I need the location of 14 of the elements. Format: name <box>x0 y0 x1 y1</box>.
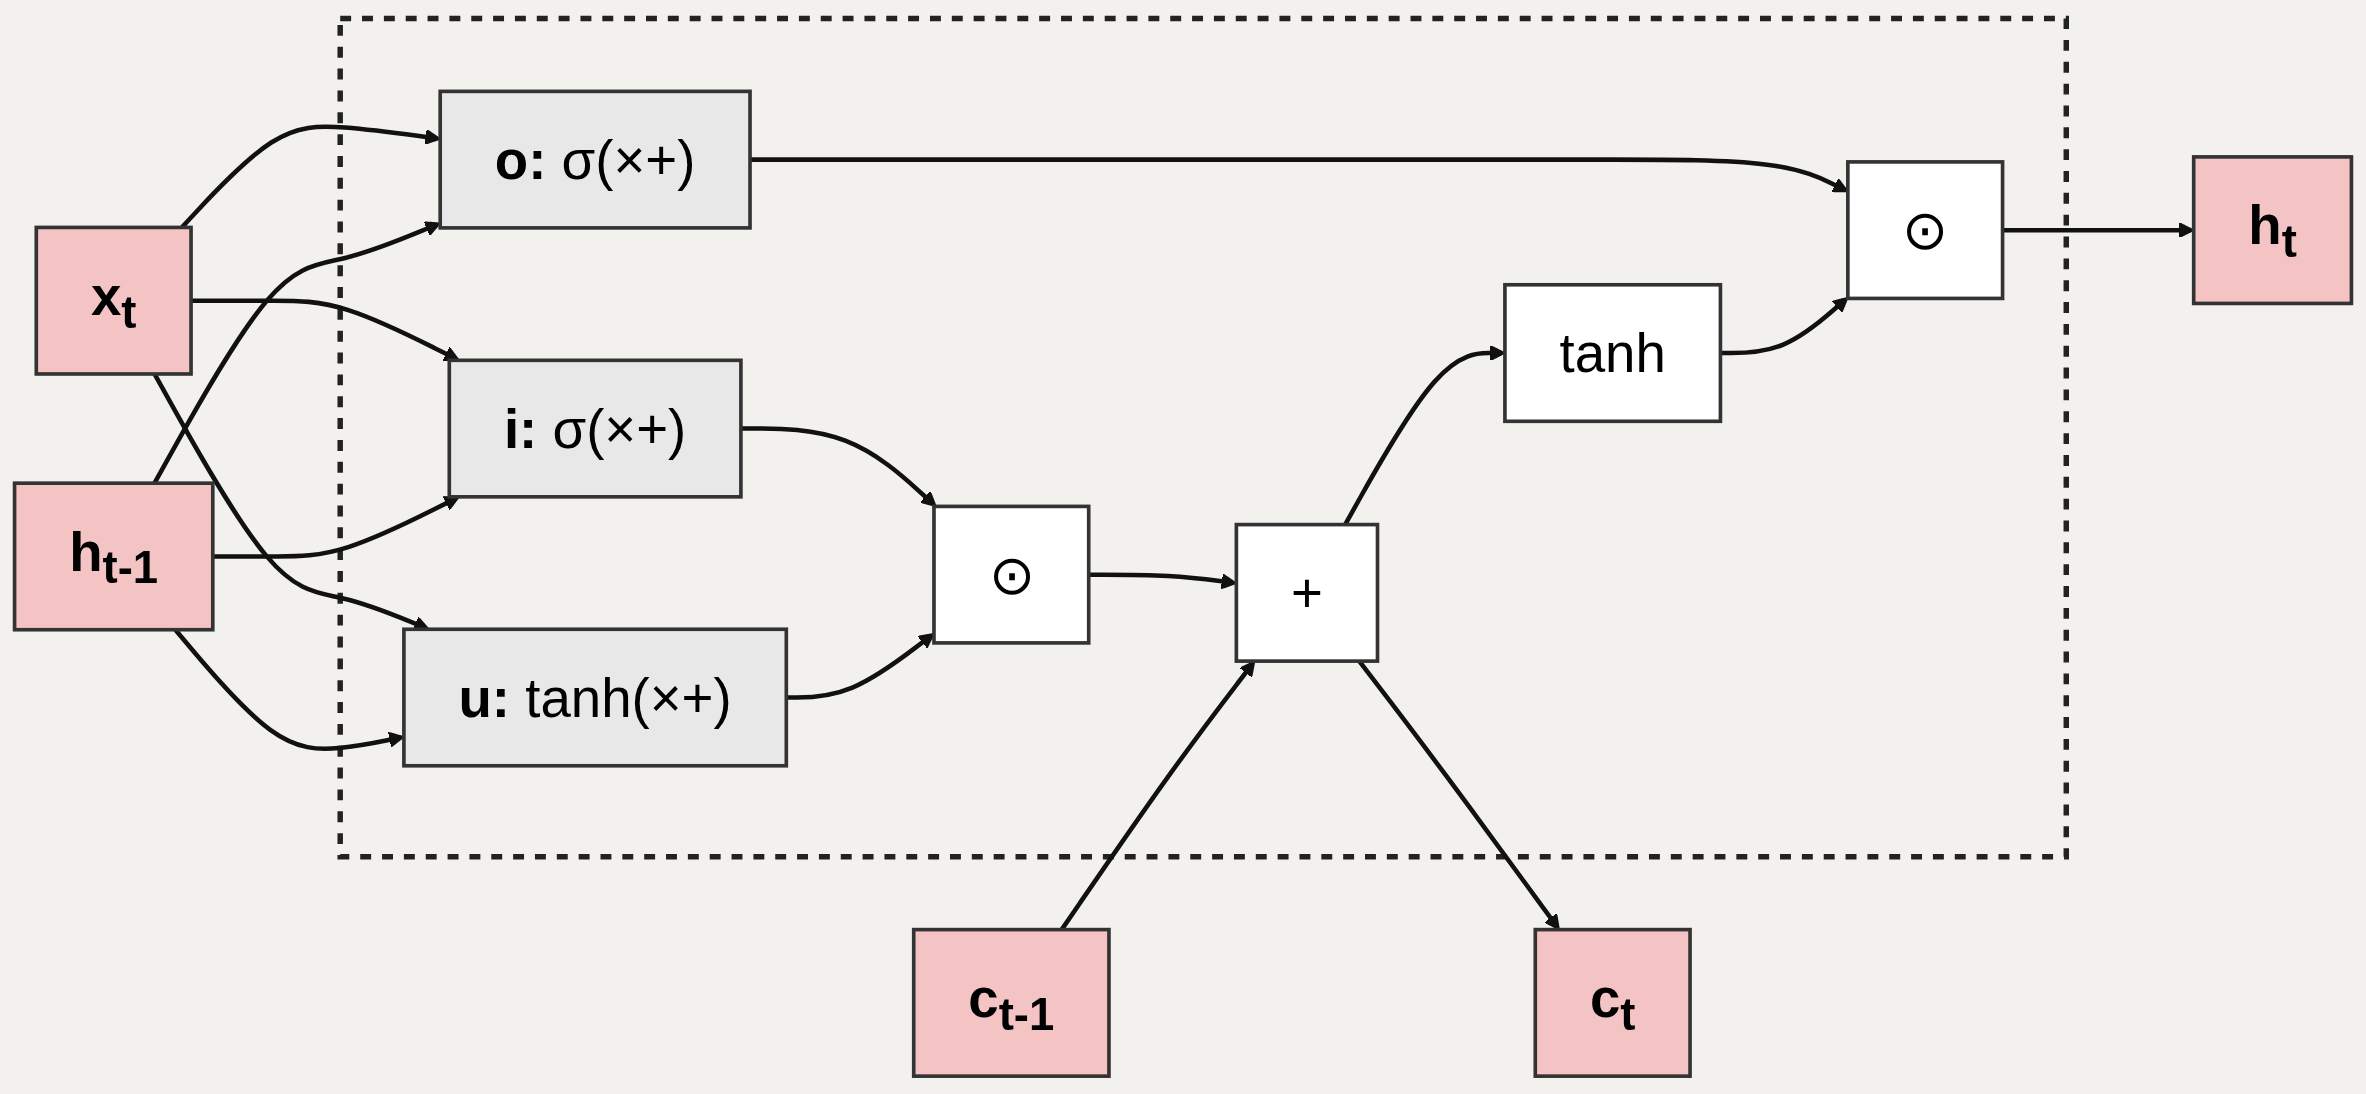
node-box: tanh <box>1503 282 1723 423</box>
node-box: i: σ(×+) <box>447 358 743 499</box>
node-box: ⊙ <box>1846 159 2005 300</box>
node-box: + <box>1234 522 1380 663</box>
node-box: o: σ(×+) <box>438 89 752 230</box>
node-box: u: tanh(×+) <box>402 627 789 768</box>
node-box: ⊙ <box>932 504 1091 645</box>
arrow <box>191 298 460 361</box>
node-box: c$_{t}$ <box>1533 927 1692 1078</box>
node-box: x$_{t}$ <box>34 225 193 376</box>
node-box: h$_{t-1}$ <box>12 481 215 632</box>
node-box: h$_{t}$ <box>2191 154 2354 305</box>
cluster <box>337 15 2069 860</box>
node-box: c$_{t-1}$ <box>911 927 1111 1078</box>
